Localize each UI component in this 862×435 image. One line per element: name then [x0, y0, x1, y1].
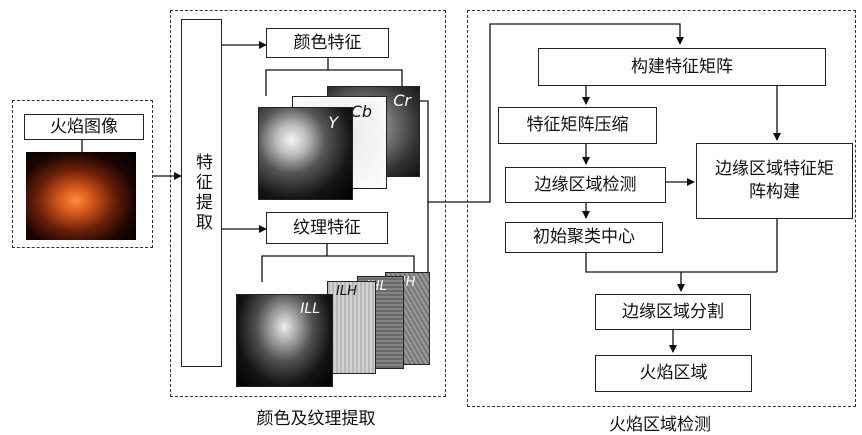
flame-detection-caption: 火焰区域检测: [609, 415, 711, 435]
texture-feature-box: 纹理特征: [266, 212, 388, 244]
color-texture-group-frame: [170, 10, 446, 397]
flame-image-title: 火焰图像: [24, 114, 144, 140]
flame-image-thumbnail: [26, 152, 136, 240]
color-feature-box: 颜色特征: [266, 28, 389, 58]
edge-region-detection-box: 边缘区域检测: [505, 167, 666, 203]
edge-region-segmentation-box: 边缘区域分割: [595, 294, 751, 330]
input-group-frame: [12, 100, 153, 248]
y-channel-image: Y: [258, 107, 353, 200]
ilh-subband-image: ILH: [327, 281, 376, 374]
feature-matrix-compression-box: 特征矩阵压缩: [498, 107, 657, 144]
ill-subband-image: ILL: [236, 294, 333, 387]
initial-cluster-center-box: 初始聚类中心: [505, 222, 663, 253]
feature-extraction-box: 特征提取: [181, 19, 222, 367]
detection-group-frame: [467, 10, 856, 407]
build-feature-matrix-box: 构建特征矩阵: [538, 48, 826, 86]
color-texture-caption: 颜色及纹理提取: [256, 409, 376, 429]
edge-feature-matrix-box: 边缘区域特征矩阵构建: [696, 143, 853, 219]
flame-region-box: 火焰区域: [595, 355, 752, 392]
